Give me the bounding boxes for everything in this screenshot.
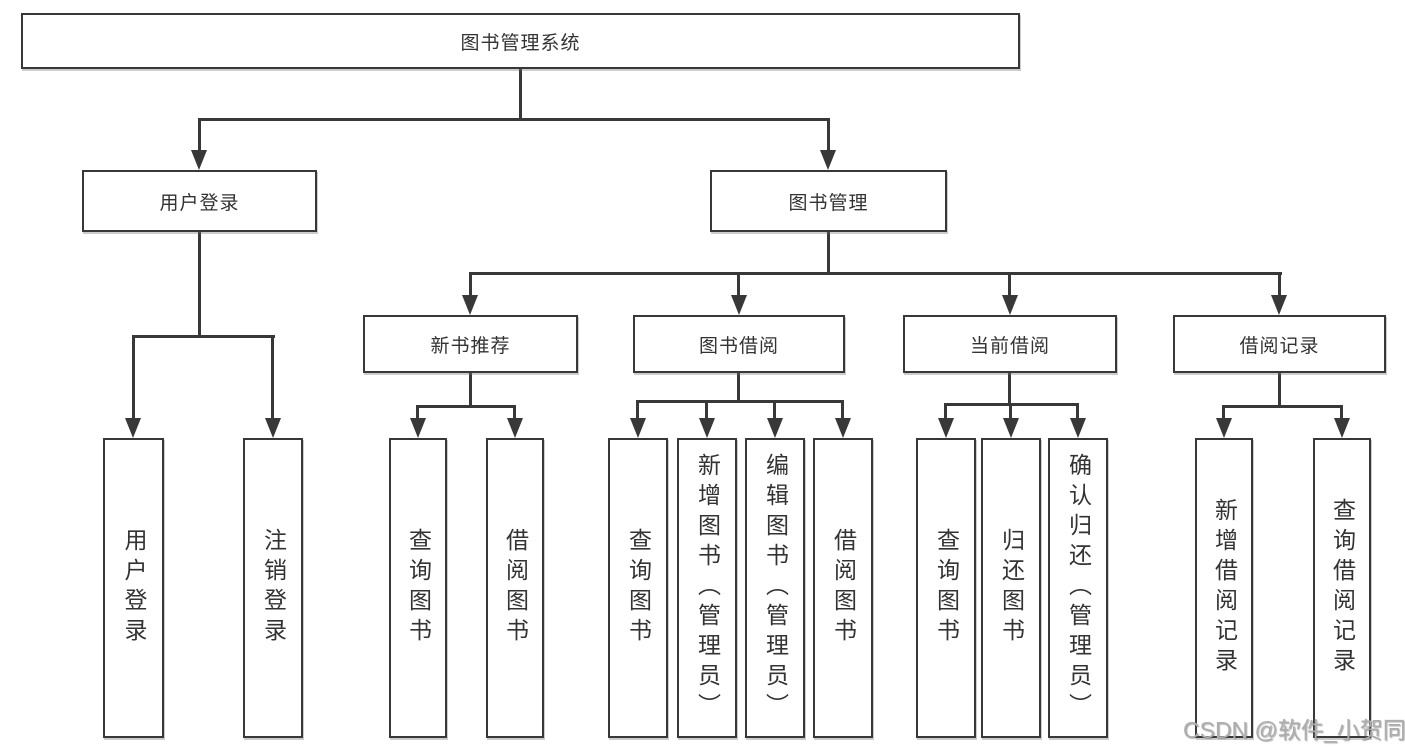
- connector-vertical: [1008, 272, 1011, 295]
- node-label: 编辑图书（管理员）: [762, 453, 789, 723]
- connector-vertical: [469, 272, 472, 295]
- connector-vertical: [1278, 373, 1281, 408]
- connector-vertical: [416, 405, 419, 418]
- connector-vertical: [271, 335, 274, 418]
- arrowhead-down: [1216, 418, 1232, 438]
- node-label: 归还图书: [998, 528, 1025, 648]
- node-label: 查询借阅记录: [1329, 498, 1356, 678]
- arrowhead-down: [265, 418, 281, 438]
- connector-vertical: [737, 272, 740, 295]
- arrowhead-down: [125, 418, 141, 438]
- arrowhead-down: [507, 418, 523, 438]
- node-user-login: 用户登录: [82, 170, 317, 232]
- node-label: 借阅图书: [830, 528, 857, 648]
- node-label: 查询图书: [625, 528, 652, 648]
- arrowhead-down: [1003, 418, 1019, 438]
- connector-vertical: [132, 335, 135, 418]
- connector-vertical: [198, 232, 201, 338]
- arrowhead-down: [462, 295, 478, 315]
- connector-vertical: [827, 232, 830, 275]
- leaf-borrow-books: 借阅图书: [813, 438, 873, 738]
- node-root: 图书管理系统: [21, 13, 1020, 69]
- leaf-query-books-borrow: 查询图书: [608, 438, 668, 738]
- node-label: 用户登录: [121, 528, 147, 648]
- node-label: 用户登录: [159, 192, 240, 214]
- arrowhead-down: [1271, 295, 1287, 315]
- arrowhead-down: [820, 150, 836, 170]
- connector-vertical: [705, 400, 708, 418]
- connector-vertical: [944, 403, 947, 418]
- csdn-watermark: CSDN @软件_小贺同学: [1183, 717, 1405, 743]
- leaf-query-books-recommend: 查询图书: [389, 438, 447, 738]
- connector-vertical: [1008, 373, 1011, 406]
- arrowhead-down: [630, 418, 646, 438]
- node-label: 借阅记录: [1239, 335, 1320, 357]
- connector-vertical: [1278, 272, 1281, 295]
- leaf-edit-books-admin: 编辑图书（管理员）: [745, 438, 805, 738]
- connector-vertical: [469, 373, 472, 408]
- leaf-query-books-current: 查询图书: [916, 438, 976, 738]
- node-label: 图书借阅: [698, 335, 779, 357]
- connector-vertical: [198, 118, 201, 152]
- arrowhead-down: [731, 295, 747, 315]
- leaf-add-borrow-record: 新增借阅记录: [1195, 438, 1253, 738]
- node-label: 图书管理: [788, 192, 869, 214]
- connector-vertical: [519, 69, 522, 118]
- connector-vertical: [737, 373, 740, 403]
- node-book-borrow: 图书借阅: [633, 315, 845, 373]
- connector-vertical: [1076, 403, 1079, 418]
- leaf-return-books: 归还图书: [981, 438, 1041, 738]
- node-label: 新增借阅记录: [1211, 498, 1238, 678]
- arrowhead-down: [835, 418, 851, 438]
- node-label: 注销登录: [260, 528, 287, 648]
- arrowhead-down: [767, 418, 783, 438]
- node-current-borrow: 当前借阅: [903, 315, 1117, 373]
- leaf-query-borrow-record: 查询借阅记录: [1313, 438, 1371, 738]
- node-borrow-records: 借阅记录: [1173, 315, 1386, 373]
- node-book-management: 图书管理: [710, 170, 947, 232]
- node-label: 借阅图书: [502, 528, 529, 648]
- connector-horizontal: [416, 405, 516, 408]
- node-label: 查询图书: [405, 528, 432, 648]
- connector-vertical: [513, 405, 516, 418]
- connector-vertical: [636, 400, 639, 418]
- leaf-user-login: 用户登录: [103, 438, 164, 738]
- connector-horizontal: [1222, 405, 1343, 408]
- leaf-add-books-admin: 新增图书（管理员）: [677, 438, 737, 738]
- arrowhead-down: [1070, 418, 1086, 438]
- node-new-book-recommend: 新书推荐: [363, 315, 578, 373]
- node-label: 查询图书: [933, 528, 960, 648]
- connector-vertical: [1009, 403, 1012, 418]
- leaf-confirm-return-admin: 确认归还（管理员）: [1048, 438, 1108, 738]
- node-label: 图书管理系统: [460, 32, 581, 54]
- connector-horizontal: [636, 400, 844, 403]
- arrowhead-down: [1334, 418, 1350, 438]
- arrowhead-down: [191, 150, 207, 170]
- arrowhead-down: [410, 418, 426, 438]
- connector-vertical: [841, 400, 844, 418]
- arrowhead-down: [1002, 295, 1018, 315]
- node-label: 新增图书（管理员）: [694, 453, 721, 723]
- connector-horizontal: [198, 118, 830, 121]
- connector-vertical: [827, 118, 830, 152]
- connector-vertical: [1222, 405, 1225, 418]
- node-label: 新书推荐: [430, 335, 511, 357]
- node-label: 当前借阅: [969, 335, 1050, 357]
- leaf-borrow-books-recommend: 借阅图书: [486, 438, 544, 738]
- arrowhead-down: [699, 418, 715, 438]
- connector-vertical: [773, 400, 776, 418]
- leaf-logout: 注销登录: [243, 438, 303, 738]
- connector-horizontal: [132, 335, 275, 338]
- node-label: 确认归还（管理员）: [1065, 453, 1092, 723]
- connector-horizontal: [469, 272, 1282, 275]
- arrowhead-down: [938, 418, 954, 438]
- connector-vertical: [1340, 405, 1343, 418]
